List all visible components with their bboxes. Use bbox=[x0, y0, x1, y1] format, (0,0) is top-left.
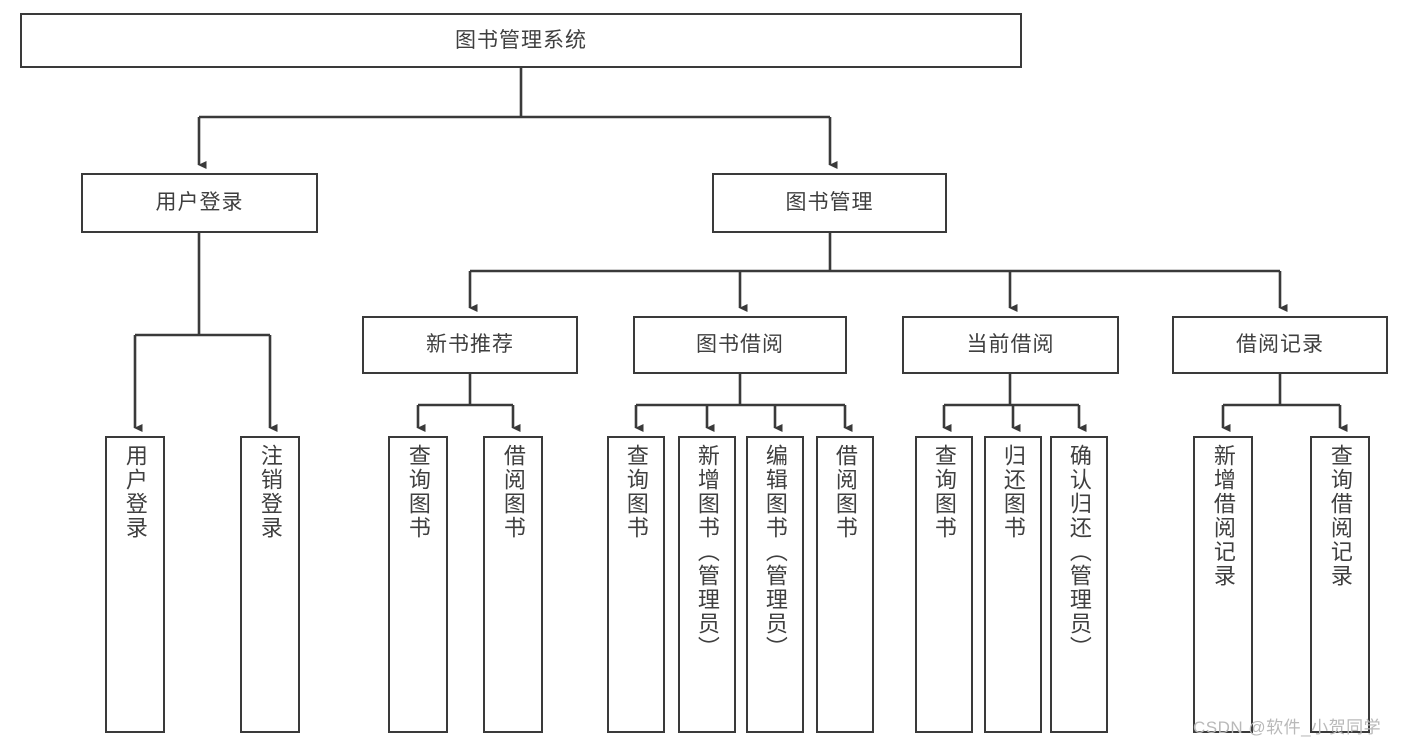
leaf-borrow-book[interactable]: 借阅图书 bbox=[816, 436, 874, 733]
leaf-query-book-current[interactable]: 查询图书 bbox=[915, 436, 973, 733]
leaf-query-book-recommend[interactable]: 查询图书 bbox=[388, 436, 448, 733]
node-label: 新增借阅记录 bbox=[1210, 444, 1236, 588]
leaf-confirm-return-admin[interactable]: 确认归还（管理员） bbox=[1050, 436, 1108, 733]
leaf-add-borrow-record[interactable]: 新增借阅记录 bbox=[1193, 436, 1253, 733]
node-label: 新书推荐 bbox=[426, 333, 514, 357]
leaf-add-book-admin[interactable]: 新增图书（管理员） bbox=[678, 436, 736, 733]
node-label: 新增图书（管理员） bbox=[694, 444, 720, 660]
node-label: 图书管理系统 bbox=[455, 28, 587, 52]
node-book-management[interactable]: 图书管理 bbox=[712, 173, 947, 233]
node-current-borrow[interactable]: 当前借阅 bbox=[902, 316, 1119, 374]
node-label: 用户登录 bbox=[122, 444, 148, 540]
leaf-borrow-book-recommend[interactable]: 借阅图书 bbox=[483, 436, 543, 733]
node-label: 图书借阅 bbox=[696, 333, 784, 357]
node-book-borrow[interactable]: 图书借阅 bbox=[633, 316, 847, 374]
node-label: 编辑图书（管理员） bbox=[762, 444, 788, 660]
node-label: 注销登录 bbox=[257, 444, 283, 540]
node-label: 归还图书 bbox=[1000, 444, 1026, 540]
node-borrow-record[interactable]: 借阅记录 bbox=[1172, 316, 1388, 374]
node-label: 查询图书 bbox=[405, 444, 431, 540]
node-user-login[interactable]: 用户登录 bbox=[81, 173, 318, 233]
node-label: 当前借阅 bbox=[966, 333, 1055, 357]
node-label: 确认归还（管理员） bbox=[1066, 444, 1092, 660]
node-label: 借阅图书 bbox=[500, 444, 526, 540]
node-label: 图书管理 bbox=[785, 191, 874, 215]
node-label: 借阅记录 bbox=[1236, 333, 1324, 357]
node-root-system[interactable]: 图书管理系统 bbox=[20, 13, 1022, 68]
node-label: 借阅图书 bbox=[832, 444, 858, 540]
leaf-logout[interactable]: 注销登录 bbox=[240, 436, 300, 733]
leaf-edit-book-admin[interactable]: 编辑图书（管理员） bbox=[746, 436, 804, 733]
leaf-return-book[interactable]: 归还图书 bbox=[984, 436, 1042, 733]
leaf-query-borrow-record[interactable]: 查询借阅记录 bbox=[1310, 436, 1370, 733]
node-label: 用户登录 bbox=[155, 191, 244, 215]
node-label: 查询图书 bbox=[623, 444, 649, 540]
leaf-query-book-borrow[interactable]: 查询图书 bbox=[607, 436, 665, 733]
watermark: CSDN @软件_小贺同学 bbox=[1193, 718, 1382, 737]
node-label: 查询借阅记录 bbox=[1327, 444, 1353, 588]
node-label: 查询图书 bbox=[931, 444, 957, 540]
leaf-user-login[interactable]: 用户登录 bbox=[105, 436, 165, 733]
node-new-book-recommend[interactable]: 新书推荐 bbox=[362, 316, 578, 374]
